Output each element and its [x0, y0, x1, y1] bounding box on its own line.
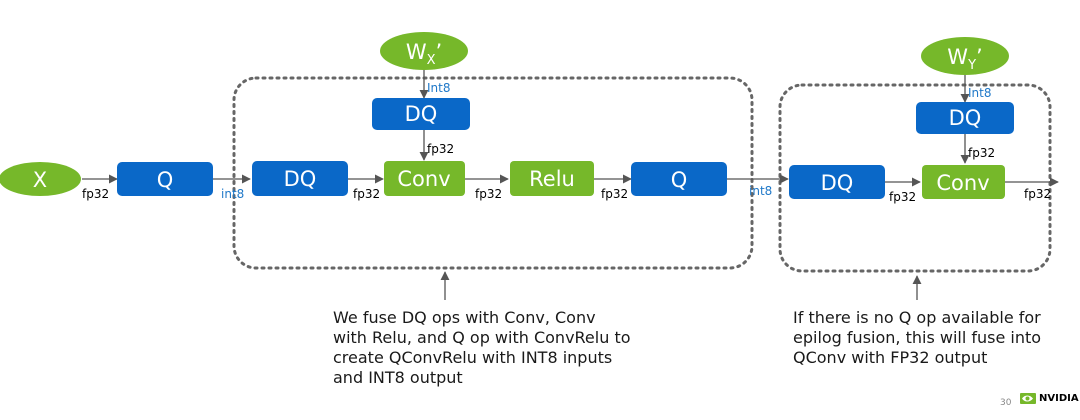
node-dq-weight-1: DQ — [372, 98, 470, 130]
label-dqw2-conv2: fp32 — [968, 146, 995, 160]
node-q2: Q — [631, 162, 727, 196]
label-conv-relu: fp32 — [475, 187, 502, 201]
label-wx-dq: Int8 — [427, 81, 450, 95]
node-wx-base: W — [406, 40, 427, 64]
node-dq1: DQ — [252, 161, 348, 196]
node-wx: WX’ — [380, 32, 468, 70]
node-dq2-label: DQ — [821, 171, 854, 195]
svg-text:WX’: WX’ — [406, 40, 442, 68]
node-x: X — [0, 162, 81, 196]
node-wx-suffix: ’ — [435, 40, 442, 64]
node-q1: Q — [117, 162, 213, 196]
caption-right: If there is no Q op available for epilog… — [793, 308, 1042, 367]
label-relu-q: fp32 — [601, 187, 628, 201]
label-dq-conv: fp32 — [353, 187, 380, 201]
node-q1-label: Q — [157, 168, 174, 192]
brand-name: NVIDIA — [1039, 393, 1079, 404]
node-dq-weight-1-label: DQ — [405, 102, 438, 126]
label-conv2-output: fp32 — [1024, 187, 1051, 201]
node-dq2: DQ — [789, 165, 885, 199]
label-dqw-conv: fp32 — [427, 142, 454, 156]
node-conv2: Conv — [922, 165, 1005, 199]
node-wy-suffix: ’ — [976, 45, 983, 69]
label-wy-dq: Int8 — [968, 86, 991, 100]
label-dq2-conv2: fp32 — [889, 190, 916, 204]
nvidia-eye-icon — [1020, 393, 1036, 404]
node-dq1-label: DQ — [284, 167, 317, 191]
label-q-dq: int8 — [221, 187, 244, 201]
node-wy-base: W — [947, 45, 968, 69]
fusion-group-qconvrelu — [232, 76, 754, 270]
svg-text:WY’: WY’ — [947, 45, 982, 73]
node-wy-sub: Y — [967, 58, 976, 73]
node-conv1: Conv — [384, 161, 465, 196]
node-relu-label: Relu — [529, 167, 575, 191]
caption-left: We fuse DQ ops with Conv, Conv with Relu… — [333, 308, 631, 387]
node-q2-label: Q — [671, 168, 688, 192]
page-number: 30 — [1000, 398, 1012, 408]
node-wx-sub: X — [427, 53, 436, 68]
node-x-label: X — [33, 168, 47, 192]
node-wy: WY’ — [921, 37, 1009, 75]
label-x-q: fp32 — [82, 187, 109, 201]
node-dq-weight-2: DQ — [916, 102, 1014, 134]
node-relu: Relu — [510, 161, 594, 196]
brand-logo: NVIDIA — [1020, 393, 1079, 404]
node-dq-weight-2-label: DQ — [949, 106, 982, 130]
label-q-dq2: int8 — [749, 184, 772, 198]
node-conv1-label: Conv — [397, 167, 450, 191]
node-conv2-label: Conv — [936, 171, 989, 195]
